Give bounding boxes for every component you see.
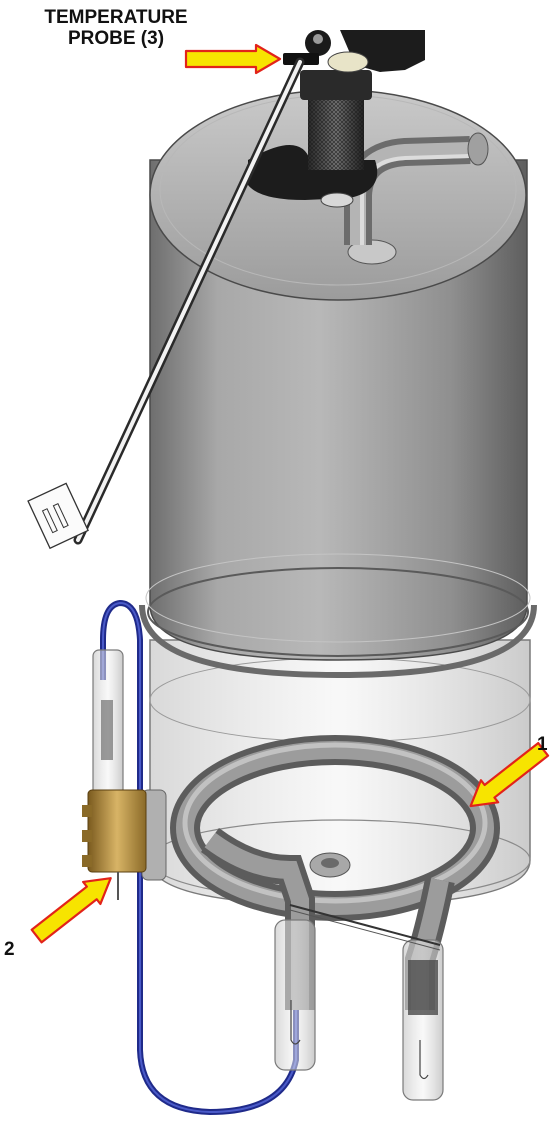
arrow-right-icon (184, 43, 282, 75)
top-fitting (248, 30, 425, 208)
probe-label-line1: TEMPERATURE (44, 7, 188, 28)
probe-label-line2: PROBE (3) (67, 27, 165, 49)
element-sleeve-left (274, 919, 316, 1071)
left-probe-tube (92, 649, 124, 801)
callout-label-1: 1 (537, 734, 548, 755)
center-nozzle (309, 852, 351, 878)
arrow-down-left-icon (469, 741, 550, 808)
brass-thermostat-fitting (82, 789, 167, 900)
callout-label-2: 2 (4, 939, 15, 960)
element-sleeve-right (402, 939, 444, 1101)
wire-bracket (289, 904, 441, 951)
probe-connector (27, 482, 89, 550)
arrow-up-right-icon (30, 877, 112, 944)
blue-capillary-tube (100, 599, 299, 1116)
temperature-probe-label: TEMPERATURE PROBE (3) (6, 7, 226, 50)
probe-rod (73, 57, 305, 545)
